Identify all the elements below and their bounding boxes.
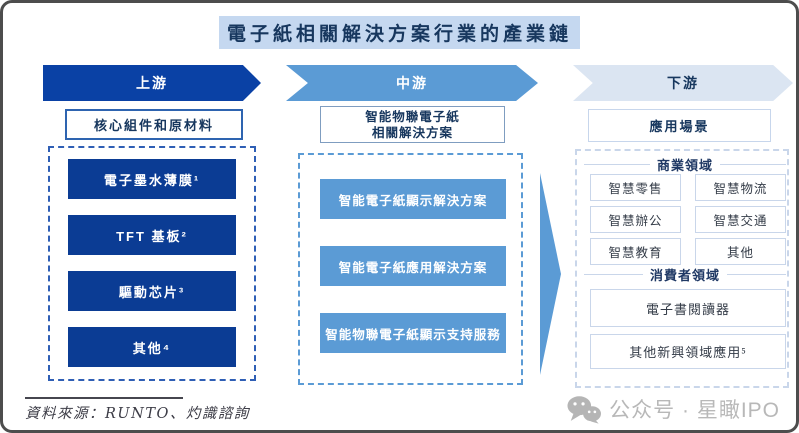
midstream-arrow: 中游: [286, 65, 538, 101]
watermark-text: 公众号 · 星瞰IPO: [609, 399, 780, 422]
business-section-label: 商業領域: [657, 157, 714, 173]
downstream-panel: [575, 149, 789, 388]
page-title: 電子紙相關解決方案行業的產業鏈: [3, 16, 796, 49]
decorative-line: [584, 273, 643, 275]
business-item-smart-transport: 智慧交通: [695, 206, 786, 233]
midstream-item-application-solutions: 智能電子紙應用解決方案: [320, 246, 506, 286]
decorative-line: [584, 163, 650, 165]
consumer-item-ebook-reader: 電子書閱讀器: [590, 289, 786, 327]
midstream-item-display-solutions: 智能電子紙顯示解決方案: [320, 179, 506, 219]
upstream-panel: [48, 146, 256, 381]
source-text: 資料來源：RUNTO、灼識諮詢: [25, 406, 250, 422]
upstream-arrow: 上游: [43, 65, 261, 101]
upstream-arrow-label: 上游: [136, 75, 168, 91]
business-item-smart-education: 智慧教育: [590, 238, 681, 265]
downstream-arrow: 下游: [573, 65, 793, 101]
midstream-arrow-label: 中游: [396, 75, 428, 91]
upstream-subheader: 核心組件和原材料: [93, 118, 214, 133]
upstream-item-driver-chip: 驅動芯片³: [68, 271, 236, 311]
midstream-subheader-line2: 相關解決方案: [371, 125, 453, 140]
consumer-item-emerging-applications: 其他新興領域應用⁵: [590, 334, 786, 369]
downstream-subheader: 應用場景: [649, 119, 710, 134]
decorative-line: [727, 273, 787, 275]
upstream-item-eink-film: 電子墨水薄膜¹: [68, 159, 236, 199]
upstream-item-tft-substrate: TFT 基板²: [68, 215, 236, 255]
downstream-arrow-label: 下游: [667, 75, 699, 91]
business-item-smart-office: 智慧辦公: [590, 206, 681, 233]
business-section-header: 商業領域: [584, 156, 787, 173]
business-item-smart-logistics: 智慧物流: [695, 174, 786, 201]
business-item-other: 其他: [695, 238, 786, 265]
wechat-icon: [567, 395, 602, 424]
watermark: 公众号 · 星瞰IPO: [567, 394, 780, 424]
upstream-subheader-box: 核心組件和原材料: [65, 109, 243, 140]
decorative-line: [720, 163, 787, 165]
midstream-subheader-line1: 智能物聯電子紙: [365, 109, 460, 124]
business-item-smart-retail: 智慧零售: [590, 174, 681, 201]
page-title-text: 電子紙相關解決方案行業的產業鏈: [218, 16, 580, 49]
upstream-item-other: 其他⁴: [68, 327, 236, 367]
midstream-item-support-services: 智能物聯電子紙顯示支持服務: [320, 313, 506, 353]
consumer-section-header: 消費者領域: [584, 266, 787, 283]
source-divider-line: [25, 397, 183, 399]
right-flow-arrow-icon: [540, 173, 561, 375]
midstream-subheader-box: 智能物聯電子紙 相關解決方案: [320, 106, 505, 143]
consumer-section-label: 消費者領域: [650, 267, 721, 283]
midstream-panel: [298, 153, 523, 385]
business-grid: 智慧零售 智慧物流 智慧辦公 智慧交通 智慧教育 其他: [590, 174, 786, 265]
downstream-subheader-box: 應用場景: [588, 109, 771, 142]
